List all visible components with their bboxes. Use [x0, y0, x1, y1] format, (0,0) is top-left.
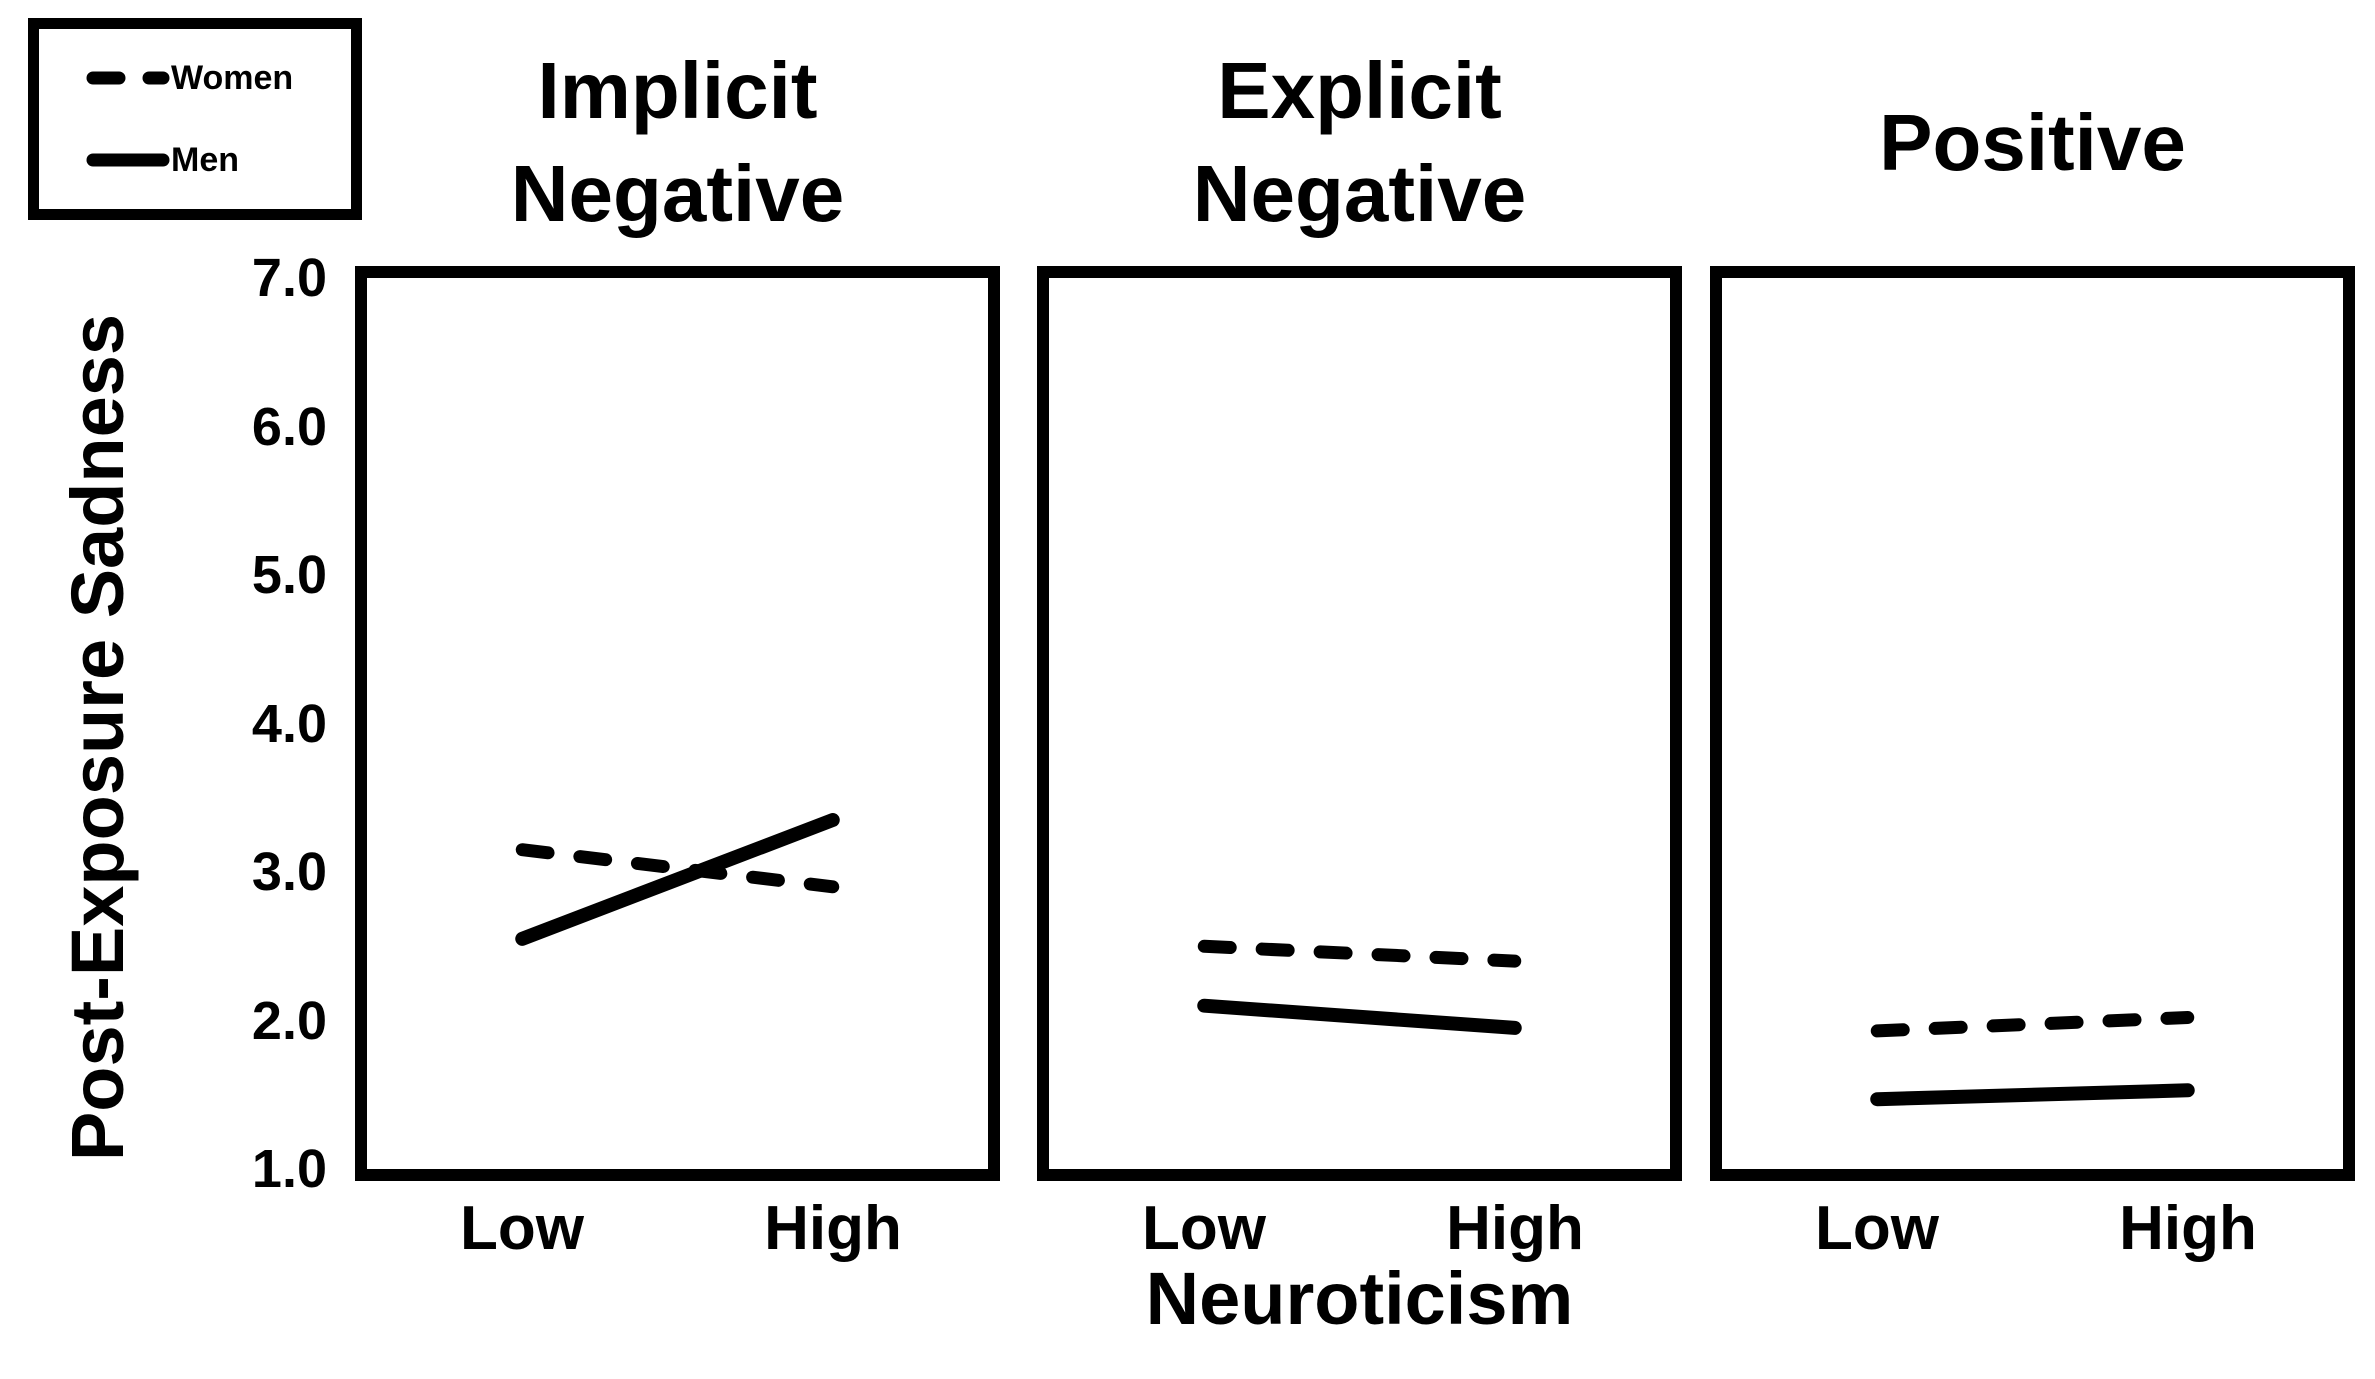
series-line-women	[515, 843, 840, 894]
y-tick-label: 3.0	[251, 842, 327, 902]
series-line-men	[1870, 1083, 2195, 1107]
panel-title-line: Positive	[1879, 97, 2186, 187]
panel-title-positive: Positive	[1710, 28, 2355, 256]
x-tick-label-high: High	[1446, 1194, 1584, 1263]
y-tick-label: 5.0	[251, 545, 327, 605]
legend-item-women: Women	[85, 61, 351, 95]
y-tick-label: 7.0	[251, 248, 327, 308]
x-tick-labels-panel-3: Low High	[1710, 1198, 2355, 1268]
plot-panel-positive	[1710, 266, 2355, 1181]
legend-box: Women Men	[28, 18, 362, 220]
x-tick-label-low: Low	[1142, 1194, 1266, 1263]
x-tick-labels-panel-1: Low High	[355, 1198, 1000, 1268]
plot-area-implicit-negative	[515, 813, 840, 946]
legend-item-men: Men	[85, 143, 351, 177]
panel-title-line: Implicit	[537, 46, 818, 135]
panel-title-explicit-negative: Explicit Negative	[1037, 28, 1682, 256]
legend-men-label: Men	[171, 141, 239, 179]
legend-women-label: Women	[171, 59, 294, 97]
y-tick-label: 6.0	[251, 396, 327, 457]
plot-panel-implicit-negative	[355, 266, 1000, 1181]
panel-title-line: Negative	[510, 149, 845, 238]
plot-panel-explicit-negative	[1037, 266, 1682, 1181]
y-tick-label: 4.0	[251, 693, 327, 754]
series-line-women	[1870, 1011, 2195, 1038]
series-line-women	[1197, 939, 1522, 968]
panel-title-line: Explicit	[1217, 46, 1502, 135]
solid-line-icon	[86, 153, 170, 167]
panel-title-implicit-negative: Implicit Negative	[355, 28, 1000, 256]
x-tick-labels-panel-2: Low High	[1037, 1198, 1682, 1268]
panel-title-line: Negative	[1192, 149, 1527, 238]
x-tick-label-low: Low	[1815, 1194, 1939, 1263]
x-tick-label-low: Low	[460, 1194, 584, 1263]
plot-area-positive	[1870, 1011, 2195, 1107]
x-axis-label: Neuroticism	[1145, 1257, 1574, 1340]
plot-area-explicit-negative	[1197, 939, 1522, 1035]
dashed-line-icon	[86, 71, 170, 85]
y-tick-labels: 7.0 6.0 5.0 4.0 3.0 2.0 1.0	[0, 251, 341, 1196]
series-line-men	[515, 813, 840, 946]
y-tick-label: 2.0	[251, 990, 327, 1051]
y-tick-label: 1.0	[251, 1139, 327, 1199]
x-tick-label-high: High	[2119, 1194, 2257, 1263]
series-line-men	[1197, 998, 1522, 1035]
x-tick-label-high: High	[764, 1194, 902, 1263]
